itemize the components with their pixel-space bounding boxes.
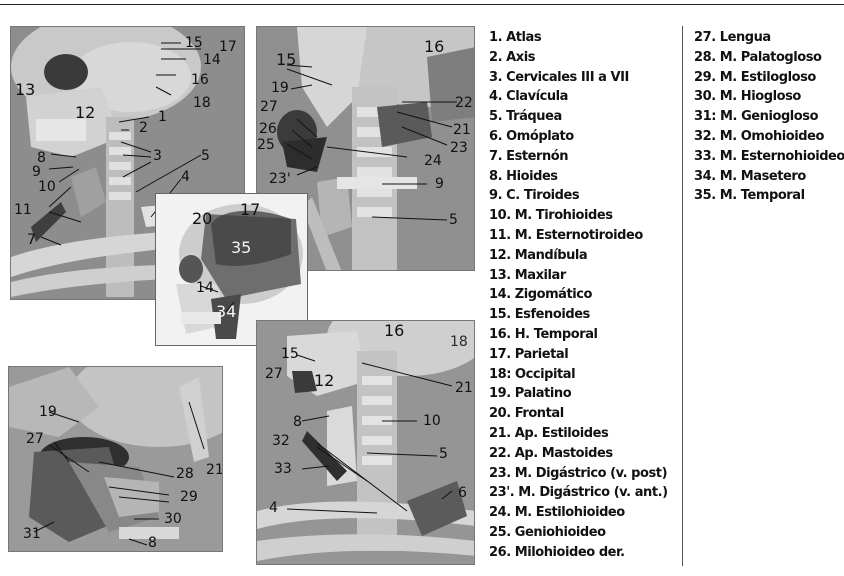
legend-item: 33. M. Esternohioideo <box>694 147 844 167</box>
legend-item: 23'. M. Digástrico (v. ant.) <box>489 483 668 503</box>
label-12: 12 <box>314 374 334 388</box>
legend-item: 8. Hioides <box>489 167 668 187</box>
label-23: 23 <box>450 141 468 155</box>
legend-item: 26. Milohioideo der. <box>489 543 668 563</box>
label-4: 4 <box>269 501 278 515</box>
label-16: 16 <box>191 73 209 87</box>
legend-item: 17. Parietal <box>489 345 668 365</box>
legend-item: 5. Tráquea <box>489 107 668 127</box>
legend-item: 19. Palatino <box>489 384 668 404</box>
legend-item: 23. M. Digástrico (v. post) <box>489 464 668 484</box>
label-18: 18 <box>450 335 468 349</box>
legend-item: 27. Lengua <box>694 28 844 48</box>
label-35: 35 <box>231 241 251 255</box>
label-21: 21 <box>453 123 471 137</box>
legend-item: 4. Clavícula <box>489 87 668 107</box>
label-5: 5 <box>449 213 458 227</box>
legend-item: 1. Atlas <box>489 28 668 48</box>
legend-item: 14. Zigomático <box>489 285 668 305</box>
legend-item: 35. M. Temporal <box>694 186 844 206</box>
label-34: 34 <box>216 305 236 319</box>
label-9: 9 <box>32 165 41 179</box>
label-27: 27 <box>260 100 278 114</box>
label-19: 19 <box>39 405 57 419</box>
legend-item: 2. Axis <box>489 48 668 68</box>
label-19: 19 <box>271 81 289 95</box>
label-8: 8 <box>293 415 302 429</box>
label-31: 31 <box>23 527 41 541</box>
legend-item: 31: M. Geniogloso <box>694 107 844 127</box>
label-18: 18 <box>193 96 211 110</box>
legend-item: 34. M. Masetero <box>694 167 844 187</box>
legend-item: 10. M. Tirohioides <box>489 206 668 226</box>
label-10: 10 <box>38 180 56 194</box>
legend-column-2: 27. Lengua 28. M. Palatogloso 29. M. Est… <box>694 28 844 206</box>
label-3: 3 <box>153 149 162 163</box>
label-22: 22 <box>455 96 473 110</box>
legend-item: 30. M. Hiogloso <box>694 87 844 107</box>
legend-item: 20. Frontal <box>489 404 668 424</box>
legend-divider <box>682 26 683 566</box>
label-24: 24 <box>424 154 442 168</box>
label-16: 16 <box>424 40 444 54</box>
legend-item: 9. C. Tiroides <box>489 186 668 206</box>
label-6: 6 <box>458 486 467 500</box>
label-30: 30 <box>164 512 182 526</box>
panel-tongue-muscles: 19 27 21 28 29 30 31 8 <box>8 366 223 552</box>
label-13: 13 <box>15 83 35 97</box>
label-29: 29 <box>180 490 198 504</box>
legend-item: 22. Ap. Mastoides <box>489 444 668 464</box>
legend-item: 3. Cervicales III a VII <box>489 68 668 88</box>
label-28: 28 <box>176 467 194 481</box>
legend-item: 29. M. Estilogloso <box>694 68 844 88</box>
legend-item: 15. Esfenoides <box>489 305 668 325</box>
label-10: 10 <box>423 414 441 428</box>
tongue-muscles-illustration <box>9 367 223 552</box>
top-rule <box>0 4 844 5</box>
legend-item: 21. Ap. Estiloides <box>489 424 668 444</box>
label-17: 17 <box>219 40 237 54</box>
label-14: 14 <box>203 53 221 67</box>
label-5: 5 <box>439 447 448 461</box>
label-2: 2 <box>139 121 148 135</box>
label-15: 15 <box>281 347 299 361</box>
legend-item: 6. Omóplato <box>489 127 668 147</box>
legend-item: 25. Geniohioideo <box>489 523 668 543</box>
label-12: 12 <box>75 106 95 120</box>
label-17: 17 <box>240 203 260 217</box>
label-1: 1 <box>158 110 167 124</box>
legend-item: 13. Maxilar <box>489 266 668 286</box>
label-16: 16 <box>384 324 404 338</box>
label-5: 5 <box>201 149 210 163</box>
label-20: 20 <box>192 212 212 226</box>
label-27: 27 <box>265 367 283 381</box>
legend-item: 32. M. Omohioideo <box>694 127 844 147</box>
label-8: 8 <box>148 536 157 550</box>
label-7: 7 <box>27 233 36 247</box>
legend-item: 16. H. Temporal <box>489 325 668 345</box>
label-25: 25 <box>257 138 275 152</box>
legend-item: 24. M. Estilohioideo <box>489 503 668 523</box>
label-4: 4 <box>181 170 190 184</box>
label-33: 33 <box>274 462 292 476</box>
legend-column-1: 1. Atlas 2. Axis 3. Cervicales III a VII… <box>489 28 668 563</box>
label-23-prime: 23' <box>269 172 291 186</box>
label-8: 8 <box>37 151 46 165</box>
label-21: 21 <box>206 463 223 477</box>
legend-item: 11. M. Esternotiroideo <box>489 226 668 246</box>
label-11: 11 <box>14 203 32 217</box>
panel-neck-anterior: 16 18 15 27 12 21 8 10 32 5 33 4 6 <box>256 320 475 565</box>
label-32: 32 <box>272 434 290 448</box>
legend-item: 28. M. Palatogloso <box>694 48 844 68</box>
legend-item: 7. Esternón <box>489 147 668 167</box>
legend-item: 18: Occipital <box>489 365 668 385</box>
label-15: 15 <box>276 53 296 67</box>
label-21: 21 <box>455 381 473 395</box>
label-9: 9 <box>435 177 444 191</box>
label-14: 14 <box>196 281 214 295</box>
label-15: 15 <box>185 36 203 50</box>
legend-item: 12. Mandíbula <box>489 246 668 266</box>
label-27: 27 <box>26 432 44 446</box>
label-26: 26 <box>259 122 277 136</box>
